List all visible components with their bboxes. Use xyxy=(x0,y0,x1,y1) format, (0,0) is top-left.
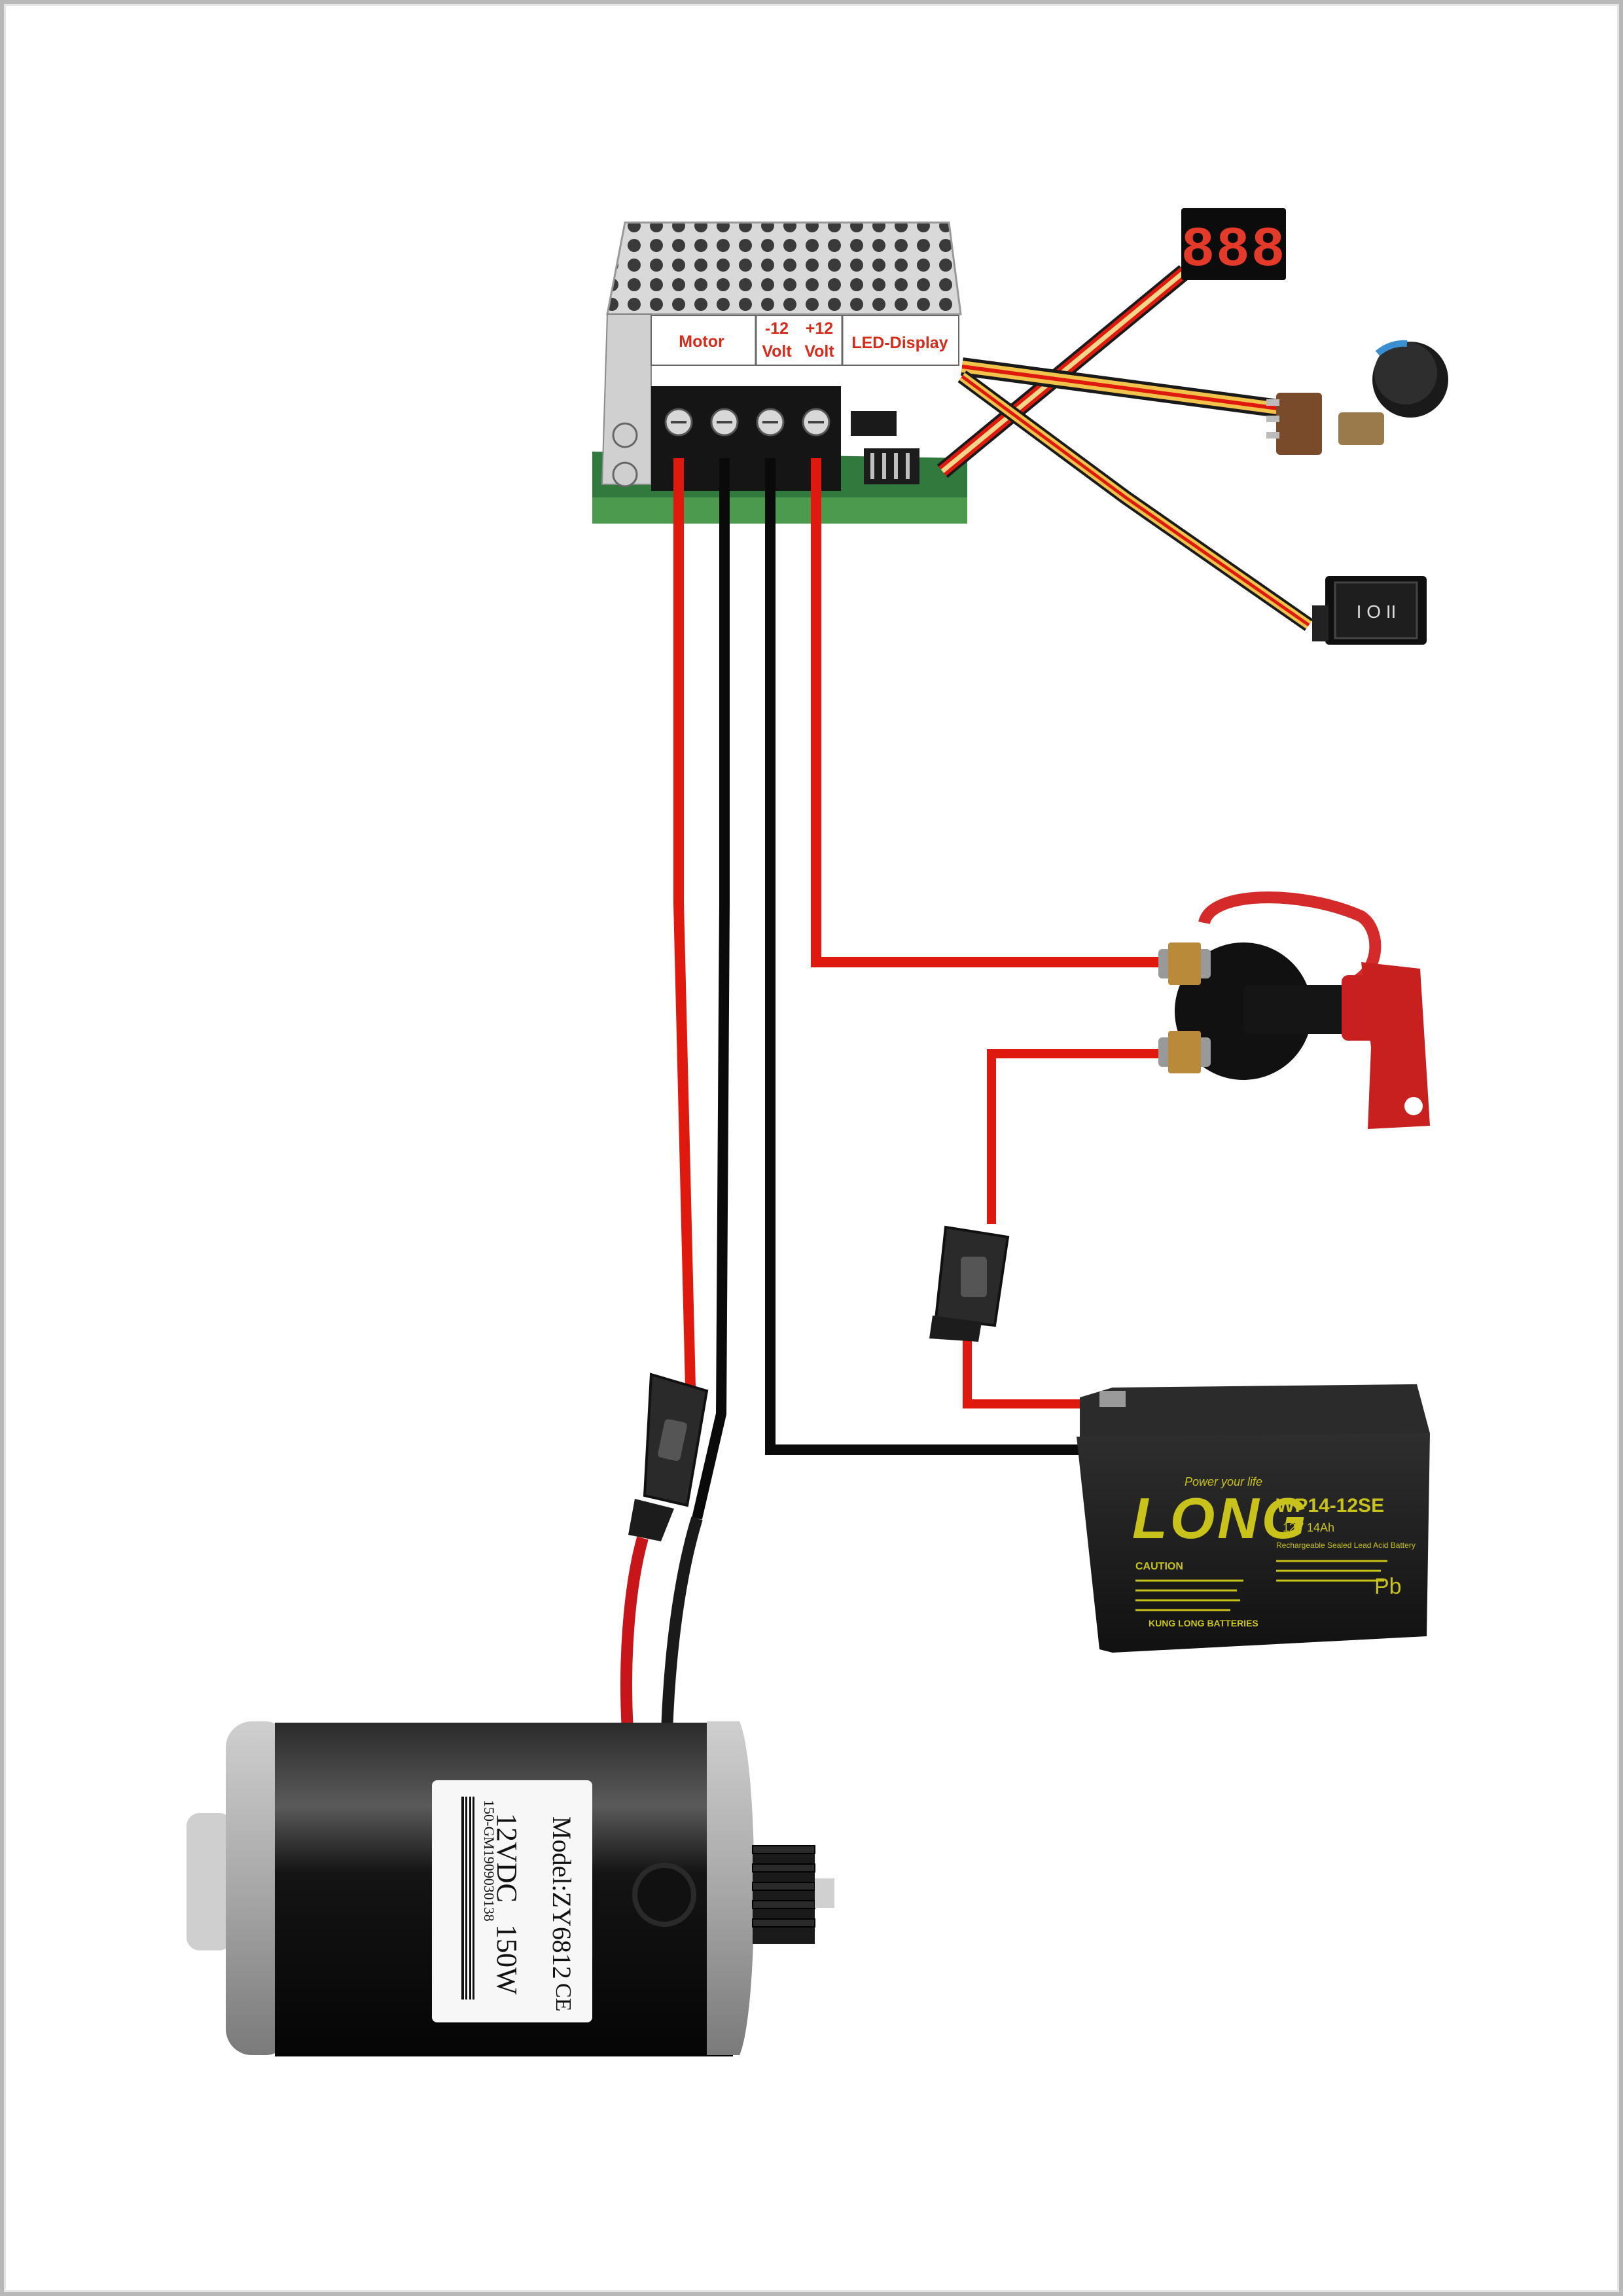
motor-barcode xyxy=(461,1797,474,2000)
motor-power: 150W xyxy=(491,1924,523,1995)
battery-rating: 12V 14Ah xyxy=(1283,1521,1334,1534)
motor-model: Model:ZY6812 xyxy=(547,1816,577,1979)
battery-description: Rechargeable Sealed Lead Acid Battery xyxy=(1276,1541,1416,1550)
label-neg-12: -12 xyxy=(765,319,789,338)
motor-ce-mark: CE xyxy=(551,1983,575,2011)
fuse-holder-motor xyxy=(628,1372,709,1541)
motor-serial: 150-GM1909030138 xyxy=(481,1800,497,1922)
wire-motor-negative xyxy=(692,458,730,1520)
battery-brand: LONG xyxy=(1132,1486,1309,1551)
wire-switch-to-fuse xyxy=(987,1049,1162,1224)
battery-model: WP14-12SE xyxy=(1276,1495,1384,1516)
lead-acid-battery: LONG Power your life WP14-12SE 12V 14Ah … xyxy=(1077,1384,1430,1653)
battery-fine-print xyxy=(1135,1560,1387,1611)
terminal-screws xyxy=(664,408,830,437)
fuse-holder-battery xyxy=(929,1225,1010,1342)
battery-recycle: Pb xyxy=(1374,1574,1402,1599)
wire-positive-to-switch xyxy=(811,458,1158,967)
battery-cutoff-switch xyxy=(1158,891,1430,1129)
battery-tagline: Power your life xyxy=(1185,1475,1262,1488)
label-neg-volt: Volt xyxy=(762,342,792,361)
control-ribbon-wires xyxy=(936,264,1313,632)
wire-motor-positive xyxy=(673,458,696,1388)
motor-speed-controller: Motor -12 Volt +12 Volt LED-Display xyxy=(592,221,967,524)
battery-manufacturer: KUNG LONG BATTERIES xyxy=(1149,1618,1258,1628)
label-pos-12: +12 xyxy=(806,319,833,338)
rocker-switch: I O II xyxy=(1312,576,1427,645)
battery-caution: CAUTION xyxy=(1135,1561,1183,1572)
wire-fuse-to-battery xyxy=(963,1335,1113,1408)
motor-voltage: 12VDC xyxy=(491,1813,523,1903)
potentiometer-knob xyxy=(1266,340,1448,455)
led-digits: 888 xyxy=(1181,218,1287,282)
main-wiring xyxy=(620,458,1162,1902)
dc-motor: 150-GM1909030138 12VDC 150W Model:ZY6812… xyxy=(187,1721,834,2056)
label-pos-volt: Volt xyxy=(804,342,834,361)
label-motor: Motor xyxy=(679,332,724,351)
label-led-display: LED-Display xyxy=(851,334,948,352)
led-display-module: 888 xyxy=(1181,208,1287,282)
wire-battery-negative xyxy=(765,458,1119,1455)
rocker-symbols: I O II xyxy=(1357,601,1397,622)
